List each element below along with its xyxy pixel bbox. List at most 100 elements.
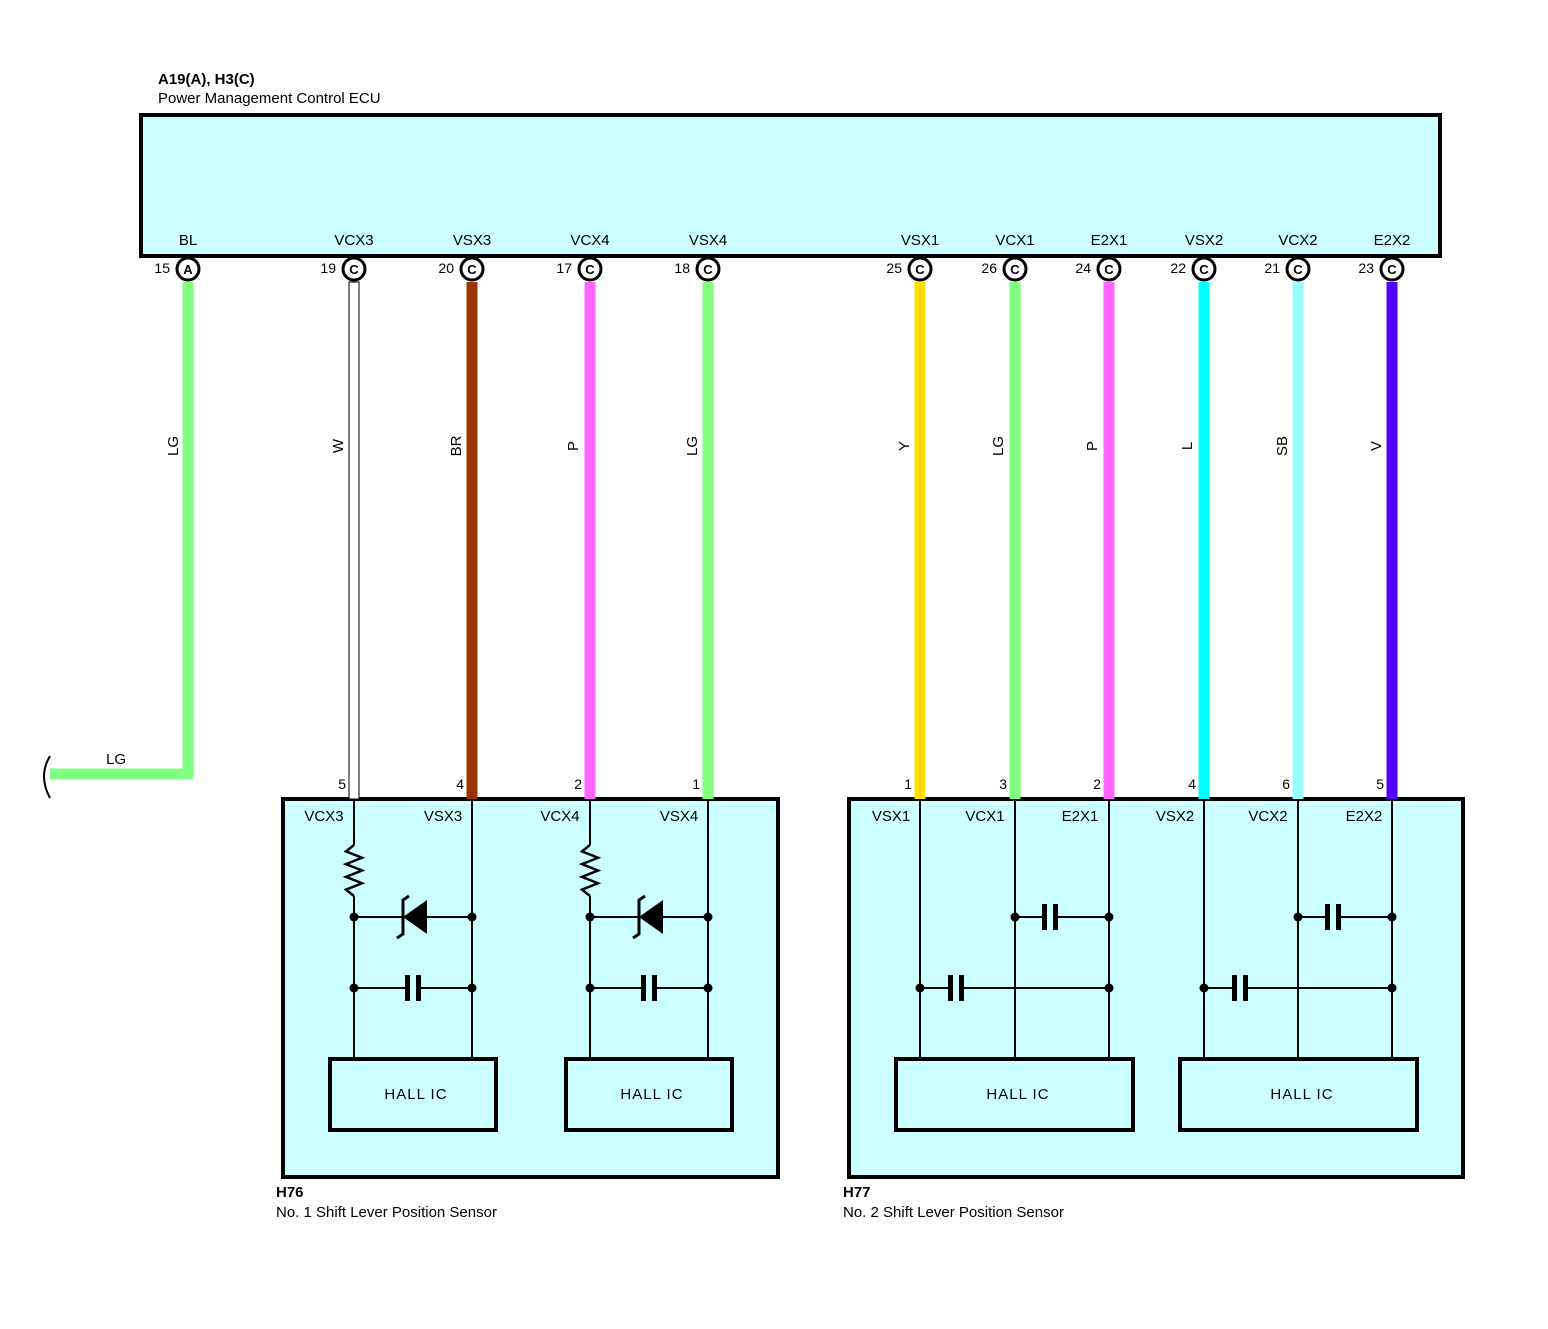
ecu-pin-number: 21 (1264, 260, 1280, 276)
cap-gap (1236, 975, 1244, 1001)
ecu-pin-label: VCX2 (1278, 232, 1317, 249)
ecu-pin-number: 15 (154, 260, 170, 276)
hall-ic-box (564, 1057, 734, 1132)
hall-ic-label: HALL IC (1270, 1086, 1333, 1103)
ecu-pin-label: VSX1 (901, 232, 939, 249)
wire-bl-lg (50, 282, 194, 780)
capacitor-plate (416, 975, 421, 1001)
wire-color-code: SB (1274, 436, 1291, 456)
connector-letter: C (703, 262, 713, 277)
connector-letter: C (1010, 262, 1020, 277)
wire-break-symbol (43, 755, 51, 799)
ecu-pin-labels: BL VCX3 VSX3 VCX4 VSX4 VSX1 VCX1 E2X1 VS… (179, 232, 1411, 249)
sensor2-pin-labels: VSX1 VCX1 E2X1 VSX2 VCX2 E2X2 (872, 808, 1383, 825)
sensor1-pin-label: VSX4 (660, 808, 698, 825)
connector-pin-circle (1379, 256, 1405, 282)
sensor-pin-number: 3 (999, 776, 1007, 792)
wire-color-code: LG (684, 436, 701, 456)
zener-diode-triangle (403, 900, 427, 934)
resistor-symbol (578, 844, 602, 897)
wire-color-code: V (1368, 441, 1385, 451)
sensor-pin-number: 6 (1282, 776, 1290, 792)
hall-ic-label: HALL IC (986, 1086, 1049, 1103)
sensor1-name: No. 1 Shift Lever Position Sensor (276, 1204, 497, 1221)
junction-dot (1387, 912, 1397, 922)
zener-diode-triangle (639, 900, 663, 934)
connector-letter: C (1387, 262, 1397, 277)
junction-dot (585, 912, 595, 922)
junction-dot (1293, 912, 1303, 922)
connector-pin-circle (1002, 256, 1028, 282)
sensor-pin-number: 5 (1376, 776, 1384, 792)
capacitor-plate (1042, 904, 1047, 930)
ecu-connector-code: A19(A), H3(C) (158, 71, 255, 88)
ecu-pin-label: BL (179, 232, 197, 249)
ecu-pin-number: 25 (886, 260, 902, 276)
junction-dot (703, 983, 713, 993)
connector-letter: C (1293, 262, 1303, 277)
capacitor-plate (641, 975, 646, 1001)
cap-gap (645, 975, 653, 1001)
ecu-box (139, 113, 1442, 258)
sensor-pin-number: 1 (904, 776, 912, 792)
capacitor-plate (948, 975, 953, 1001)
sensor-pin-number: 4 (1188, 776, 1196, 792)
connector-pin-circle (695, 256, 721, 282)
hall-ic-boxes: HALL IC HALL IC HALL IC HALL IC (328, 1057, 1419, 1132)
ecu-pin-number: 18 (674, 260, 690, 276)
junction-dot (1199, 983, 1209, 993)
ecu-pin-numbers: 15 19 20 17 18 25 26 24 22 21 23 (154, 260, 1374, 276)
capacitor-plate (405, 975, 410, 1001)
wire-color-code: LG (990, 436, 1007, 456)
connector-pin-circle (1285, 256, 1311, 282)
ecu-name: Power Management Control ECU (158, 90, 381, 107)
sensor-pin-number: 1 (692, 776, 700, 792)
sensor2-pin-label: VCX1 (965, 808, 1004, 825)
capacitor-plate (1325, 904, 1330, 930)
connector-pin-circle (175, 256, 201, 282)
junction-dot (349, 983, 359, 993)
zener-diode-bar (632, 894, 646, 940)
ecu-pin-label: VSX3 (453, 232, 491, 249)
junction-dot (467, 912, 477, 922)
zener-diode-bar (396, 894, 410, 940)
wire-color-code: P (1084, 441, 1101, 451)
connector-letter: C (1104, 262, 1114, 277)
hall-ic-box (1178, 1057, 1419, 1132)
sensor2-pin-label: E2X1 (1062, 808, 1099, 825)
wires-group (50, 281, 1398, 800)
ecu-pin-label: VCX3 (334, 232, 373, 249)
junction-dot (1104, 983, 1114, 993)
ecu-pin-number: 17 (556, 260, 572, 276)
ecu-pin-number: 19 (320, 260, 336, 276)
sensor-pin-number: 4 (456, 776, 464, 792)
junction-dot (703, 912, 713, 922)
junction-dot (1387, 983, 1397, 993)
wire-white (348, 281, 360, 800)
hall-ic-box (328, 1057, 498, 1132)
connector-pin-circle (459, 256, 485, 282)
cap-gap (1046, 904, 1054, 930)
junction-dot (1010, 912, 1020, 922)
ecu-pin-label: VSX2 (1185, 232, 1223, 249)
resistor-symbol (342, 844, 366, 897)
ecu-pin-number: 26 (981, 260, 997, 276)
sensor-pin-number: 2 (1093, 776, 1101, 792)
ecu-pin-number: 23 (1358, 260, 1374, 276)
connector-letter: C (915, 262, 925, 277)
wire-color-code: LG (165, 436, 182, 456)
capacitor-plate (1336, 904, 1341, 930)
sensor-pin-number: 5 (338, 776, 346, 792)
hall-ic-box (894, 1057, 1135, 1132)
sensor1-pin-label: VSX3 (424, 808, 462, 825)
wire-color-code: BR (448, 435, 465, 456)
sensor-pin-number: 2 (574, 776, 582, 792)
capacitor-plate (959, 975, 964, 1001)
ecu-pins-group (175, 256, 1405, 282)
connector-pin-circle (907, 256, 933, 282)
sensor-circuits (342, 799, 1397, 1059)
sensor2-pin-label: E2X2 (1346, 808, 1383, 825)
ecu-pin-label: VCX1 (995, 232, 1034, 249)
junction-dot (349, 912, 359, 922)
